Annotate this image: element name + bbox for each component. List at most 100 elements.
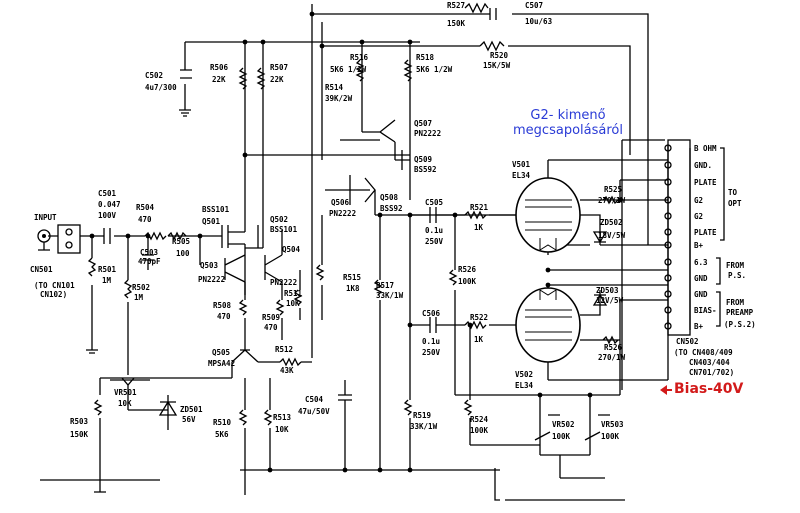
- label-r501-v: 1M: [102, 276, 112, 285]
- label-r517: R517: [376, 281, 394, 290]
- label-r526: R526: [458, 265, 477, 274]
- label-q502: Q502: [270, 215, 288, 224]
- label-vr503-v: 100K: [601, 432, 620, 441]
- label-r522-v: 1K: [474, 335, 484, 344]
- label-c501: C501: [98, 189, 117, 198]
- pin-label: PLATE: [694, 178, 717, 187]
- label-to-opt: TO: [728, 188, 738, 197]
- label-v501: V501: [512, 160, 531, 169]
- label-pn2222: PN2222: [270, 278, 297, 287]
- label-r504: R504: [136, 203, 155, 212]
- label-zd502-v: 18V/5W: [598, 231, 626, 240]
- label-q504: Q504: [282, 245, 301, 254]
- label-r510-v: 5K6: [215, 430, 229, 439]
- label-r527-v: 150K: [447, 19, 466, 28]
- label-r518-v: 5K6 1/2W: [416, 65, 453, 74]
- label-c504-v: 47u/50V: [298, 407, 330, 416]
- label-q508: Q508: [380, 193, 399, 202]
- label-r518: R518: [416, 53, 435, 62]
- label-r509-v: 470: [264, 323, 278, 332]
- label-r512: R512: [275, 345, 293, 354]
- g2-annotation-line1: G2- kimenő: [530, 108, 606, 123]
- pin-label: GND: [694, 290, 708, 299]
- component-labels: INPUT CN501 (TO CN101 CN102) C501 0.047 …: [30, 1, 756, 441]
- label-vr502: VR502: [552, 420, 575, 429]
- label-r515-v: 1K8: [346, 284, 360, 293]
- label-c505: C505: [425, 198, 443, 207]
- pin-label: B OHM: [694, 144, 717, 153]
- label-vr503: VR503: [601, 420, 624, 429]
- label-r503: R503: [70, 417, 89, 426]
- label-zd502: ZD502: [600, 218, 623, 227]
- label-r520-v: 15K/5W: [483, 61, 511, 70]
- label-r507: R507: [270, 63, 288, 72]
- label-r501: R501: [98, 265, 117, 274]
- label-c502: C502: [145, 71, 163, 80]
- label-r507-v: 22K: [270, 75, 284, 84]
- label-vr501: VR501: [114, 388, 137, 397]
- label-c502-v: 4u7/300: [145, 83, 177, 92]
- label-to-opt-2: OPT: [728, 199, 742, 208]
- label-c506-v2: 250V: [422, 348, 441, 357]
- label-r508-v: 470: [217, 312, 231, 321]
- label-to-cn101: (TO CN101: [34, 281, 75, 290]
- label-from-pre: FROM: [726, 298, 745, 307]
- label-vr502-v: 100K: [552, 432, 571, 441]
- label-v501-v: EL34: [512, 171, 531, 180]
- label-c506: C506: [422, 309, 441, 318]
- pin-label: G2: [694, 196, 703, 205]
- label-r525: R525: [604, 185, 622, 194]
- pin-label: BIAS-: [694, 306, 717, 315]
- label-r514: R514: [325, 83, 344, 92]
- label-q507: Q507: [414, 119, 432, 128]
- label-r521: R521: [470, 203, 489, 212]
- label-vr501-v: 10K: [118, 399, 132, 408]
- junction-dots: [89, 11, 623, 473]
- label-r516-v: 5K6 1/2W: [330, 65, 367, 74]
- pin-label: B+: [694, 241, 704, 250]
- label-r527: R527: [447, 1, 465, 10]
- label-zd501-v: 56V: [182, 415, 196, 424]
- connector-pin-markers: [664, 144, 672, 330]
- label-r519: R519: [413, 411, 432, 420]
- label-q508-v: BSS92: [380, 204, 403, 213]
- label-c505-v2: 250V: [425, 237, 444, 246]
- group-brackets: [716, 147, 725, 327]
- label-c506-v: 0.1u: [422, 337, 440, 346]
- label-r524-v: 100K: [470, 426, 489, 435]
- label-r525-v: 270/1W: [598, 196, 626, 205]
- label-from-pre-2: PREAMP: [726, 308, 754, 317]
- label-r517-v: 33K/1W: [376, 291, 404, 300]
- label-q509-v: BS592: [414, 165, 437, 174]
- label-r513: R513: [273, 413, 292, 422]
- label-r526-v: 100K: [458, 277, 477, 286]
- label-r522: R522: [470, 313, 488, 322]
- label-r512-v: 43K: [280, 366, 294, 375]
- label-cn502-to2: CN403/404: [689, 358, 730, 367]
- label-r504-v: 470: [138, 215, 152, 224]
- label-cn502: CN502: [676, 337, 699, 346]
- label-q507-v: PN2222: [414, 129, 441, 138]
- label-q501: Q501: [202, 217, 221, 226]
- label-q509: Q509: [414, 155, 433, 164]
- label-r502: R502: [132, 283, 150, 292]
- label-r506: R506: [210, 63, 229, 72]
- label-r505-v: 100: [176, 249, 190, 258]
- label-cn502-to3: CN701/702): [689, 368, 734, 377]
- label-cn501: CN501: [30, 265, 53, 274]
- connector-cn502: [667, 139, 691, 336]
- tube-v501: [515, 177, 581, 253]
- bias-annotation: Bias-40V: [674, 381, 744, 397]
- label-c501-v: 0.047: [98, 200, 121, 209]
- label-r526b-v: 270/1W: [598, 353, 626, 362]
- label-r516: R516: [350, 53, 369, 62]
- label-r510: R510: [213, 418, 232, 427]
- bias-arrow-icon: [660, 385, 672, 395]
- label-c504: C504: [305, 395, 324, 404]
- label-q505: Q505: [212, 348, 230, 357]
- label-r526b: R526: [604, 343, 623, 352]
- label-q505-v: MPSA42: [208, 359, 235, 368]
- label-r519-v: 33K/1W: [410, 422, 438, 431]
- pin-label: GND: [694, 274, 708, 283]
- label-bss101: BSS101: [202, 205, 230, 214]
